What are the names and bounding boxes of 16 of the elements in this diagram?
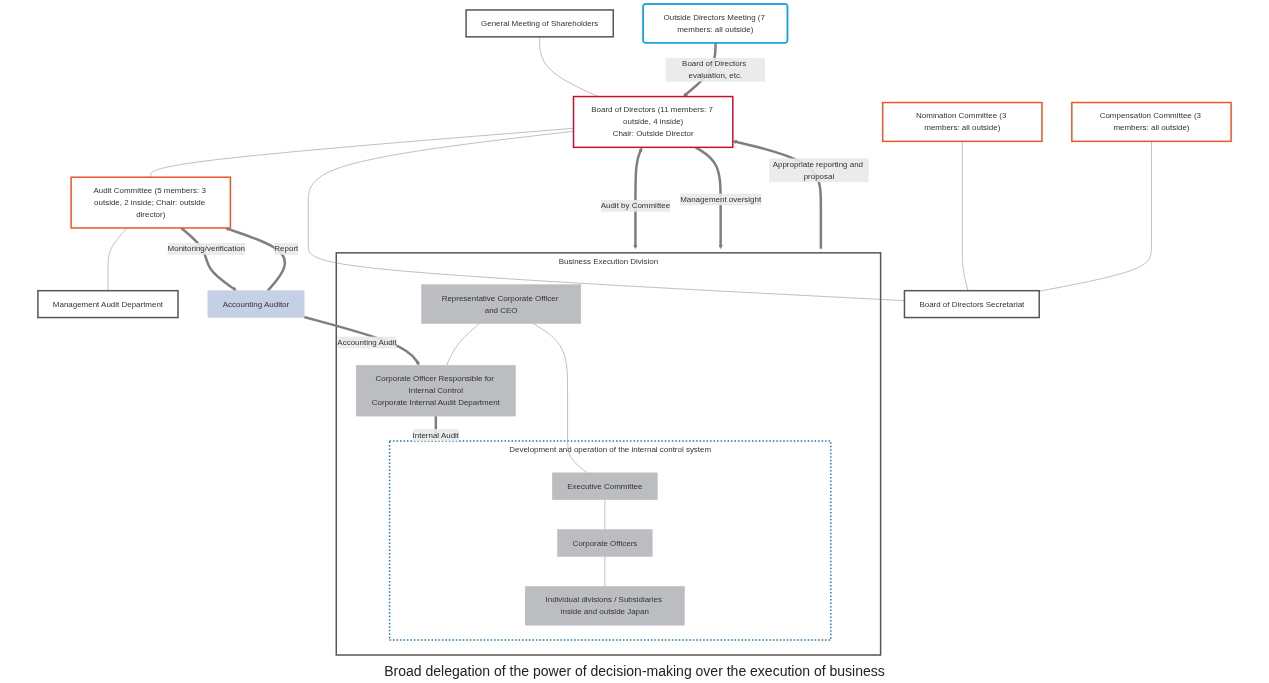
connector <box>532 323 588 474</box>
connector <box>539 36 599 97</box>
connector <box>107 227 128 291</box>
connector <box>150 128 574 178</box>
arrow <box>224 227 287 292</box>
connector <box>604 499 606 530</box>
arrow <box>303 315 420 366</box>
arrow <box>180 227 237 291</box>
note-text: Broad delegation of the power of decision-making over the execution of business <box>384 663 885 679</box>
connector <box>604 556 606 587</box>
connector <box>1039 141 1152 292</box>
arrow <box>633 147 643 250</box>
connector <box>446 323 480 366</box>
arrow <box>695 146 723 250</box>
connector <box>962 141 969 291</box>
connector <box>307 131 905 301</box>
